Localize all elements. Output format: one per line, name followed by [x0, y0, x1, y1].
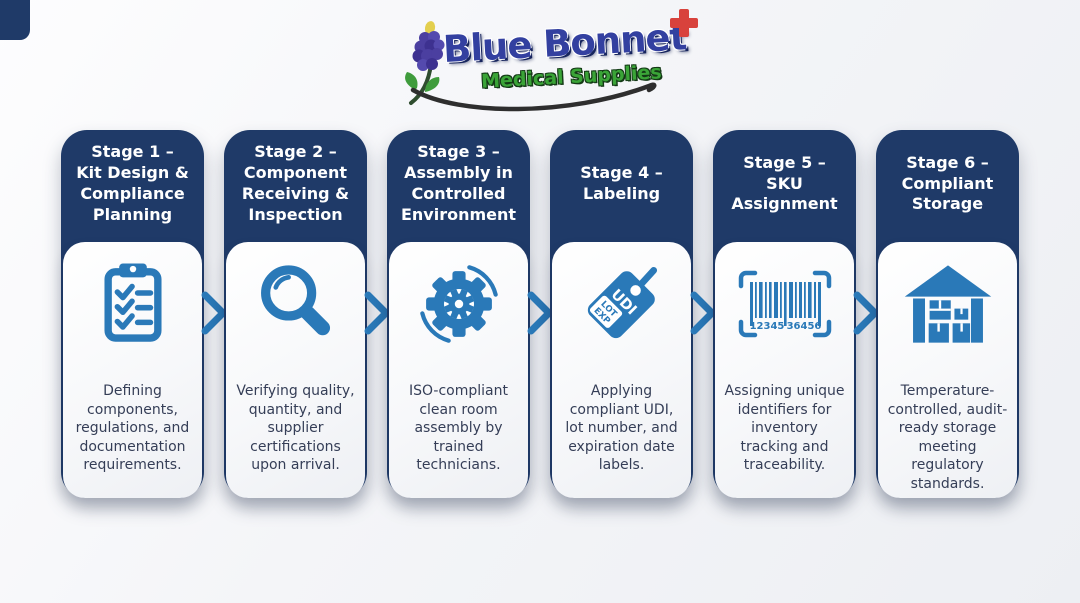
svg-text:12345: 12345: [749, 321, 784, 332]
chevron-right-icon: [527, 291, 553, 335]
clipboard-checklist-icon: [87, 255, 179, 353]
stage-3-header: Stage 3 – Assembly in Controlled Environ…: [387, 130, 530, 242]
stage-card-2: Stage 2 – Component Receiving & Inspecti…: [224, 130, 367, 498]
stage-2-header: Stage 2 – Component Receiving & Inspecti…: [224, 130, 367, 242]
stage-card-1: Stage 1 – Kit Design & Compliance Planni…: [61, 130, 204, 498]
stage-6-header: Stage 6 – Compliant Storage: [876, 130, 1019, 242]
stage-card-5: Stage 5 – SKU Assignment: [713, 130, 856, 498]
chevron-right-icon: [690, 291, 716, 335]
company-logo: Blue Bonnet Medical Supplies: [395, 8, 698, 118]
stage-2-title: Stage 2 – Component Receiving & Inspecti…: [241, 142, 350, 224]
bluebonnet-flower-icon: [405, 21, 445, 105]
stage-1-body: Defining components, regulations, and do…: [63, 242, 202, 498]
stage-card-6: Stage 6 – Compliant Storage: [876, 130, 1019, 498]
stage-3-body: ISO-compliant clean room assembly by tra…: [389, 242, 528, 498]
flow-arrow-5: [853, 130, 879, 498]
stage-5-title: Stage 5 – SKU Assignment: [731, 152, 838, 214]
stage-4-header: Stage 4 – Labeling: [550, 130, 693, 242]
stage-1-description: Defining components, regulations, and do…: [75, 383, 190, 474]
magnifier-icon: [250, 255, 342, 353]
medical-cross-icon: [670, 9, 698, 37]
stage-1-title: Stage 1 – Kit Design & Compliance Planni…: [76, 142, 189, 224]
barcode-icon: 12345 36456: [735, 255, 835, 353]
stage-5-body: 12345 36456 Assigning unique identifiers…: [715, 242, 854, 498]
stage-3-title: Stage 3 – Assembly in Controlled Environ…: [400, 142, 517, 224]
chevron-right-icon: [853, 291, 879, 335]
stage-card-4: Stage 4 – Labeling UDI LOT EXP Applying …: [550, 130, 693, 498]
flow-arrow-2: [364, 130, 390, 498]
stage-5-header: Stage 5 – SKU Assignment: [713, 130, 856, 242]
chevron-right-icon: [364, 291, 390, 335]
flow-arrow-4: [690, 130, 716, 498]
udi-tag-icon: UDI LOT EXP: [574, 255, 670, 353]
chevron-right-icon: [201, 291, 227, 335]
flow-arrow-1: [201, 130, 227, 498]
flow-arrow-3: [527, 130, 553, 498]
gear-icon: [412, 255, 506, 353]
process-flow: Stage 1 – Kit Design & Compliance Planni…: [61, 130, 1019, 498]
stage-2-body: Verifying quality, quantity, and supplie…: [226, 242, 365, 498]
corner-accent: [0, 0, 30, 40]
svg-text:36456: 36456: [786, 321, 821, 332]
stage-3-description: ISO-compliant clean room assembly by tra…: [409, 383, 508, 474]
stage-6-body: Temperature-controlled, audit-ready stor…: [878, 242, 1017, 498]
warehouse-icon: [901, 255, 995, 353]
stage-1-header: Stage 1 – Kit Design & Compliance Planni…: [61, 130, 204, 242]
stage-4-title: Stage 4 – Labeling: [580, 163, 663, 203]
stage-5-description: Assigning unique identifiers for invento…: [724, 383, 845, 474]
stage-6-title: Stage 6 – Compliant Storage: [901, 152, 994, 214]
stage-4-body: UDI LOT EXP Applying compliant UDI, lot …: [552, 242, 691, 498]
stage-2-description: Verifying quality, quantity, and supplie…: [236, 383, 355, 474]
stage-4-description: Applying compliant UDI, lot number, and …: [565, 383, 678, 474]
stem-swoosh-icon: [410, 82, 657, 112]
stage-card-3: Stage 3 – Assembly in Controlled Environ…: [387, 130, 530, 498]
stage-6-description: Temperature-controlled, audit-ready stor…: [887, 383, 1008, 493]
